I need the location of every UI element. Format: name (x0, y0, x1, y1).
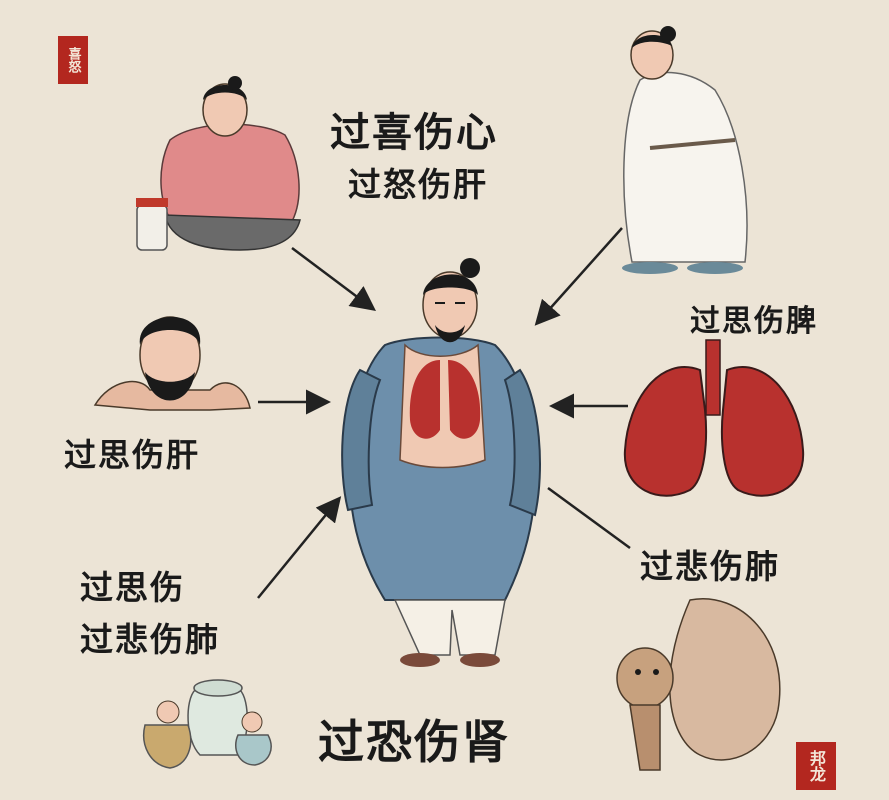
jar (136, 204, 168, 251)
seal-bottom-right: 邦龙 (796, 742, 836, 790)
arrows (257, 227, 631, 599)
label-top-center-1: 过喜伤心 (330, 110, 498, 156)
label-bottom-center: 过恐伤肾 (318, 715, 510, 769)
seal-top-left: 喜怒 (58, 36, 88, 84)
label-top-center-2: 过怒伤肝 (348, 165, 488, 204)
label-left-lower-2: 过悲伤肺 (80, 620, 220, 659)
label-left-middle: 过思伤肝 (64, 436, 201, 474)
middle-left-bearded-figure (93, 316, 251, 411)
label-left-lower-1: 过思伤 (80, 568, 185, 607)
top-right-white-robe-figure (622, 26, 748, 274)
arrow-lower-left (257, 496, 342, 599)
label-right-lower: 过悲伤肺 (640, 547, 780, 586)
top-left-seated-figure (136, 76, 301, 251)
bottom-right-creature-rock (616, 598, 781, 771)
center-lungs (409, 360, 440, 439)
bottom-left-small-figures (143, 679, 272, 769)
arrow-top-right (534, 227, 623, 326)
arrow-top-left (291, 247, 376, 311)
lungs-illustration (623, 339, 805, 497)
label-right-upper: 过思伤脾 (690, 304, 818, 339)
arrow-lower-right (547, 486, 631, 550)
center-scholar-figure (341, 258, 541, 667)
